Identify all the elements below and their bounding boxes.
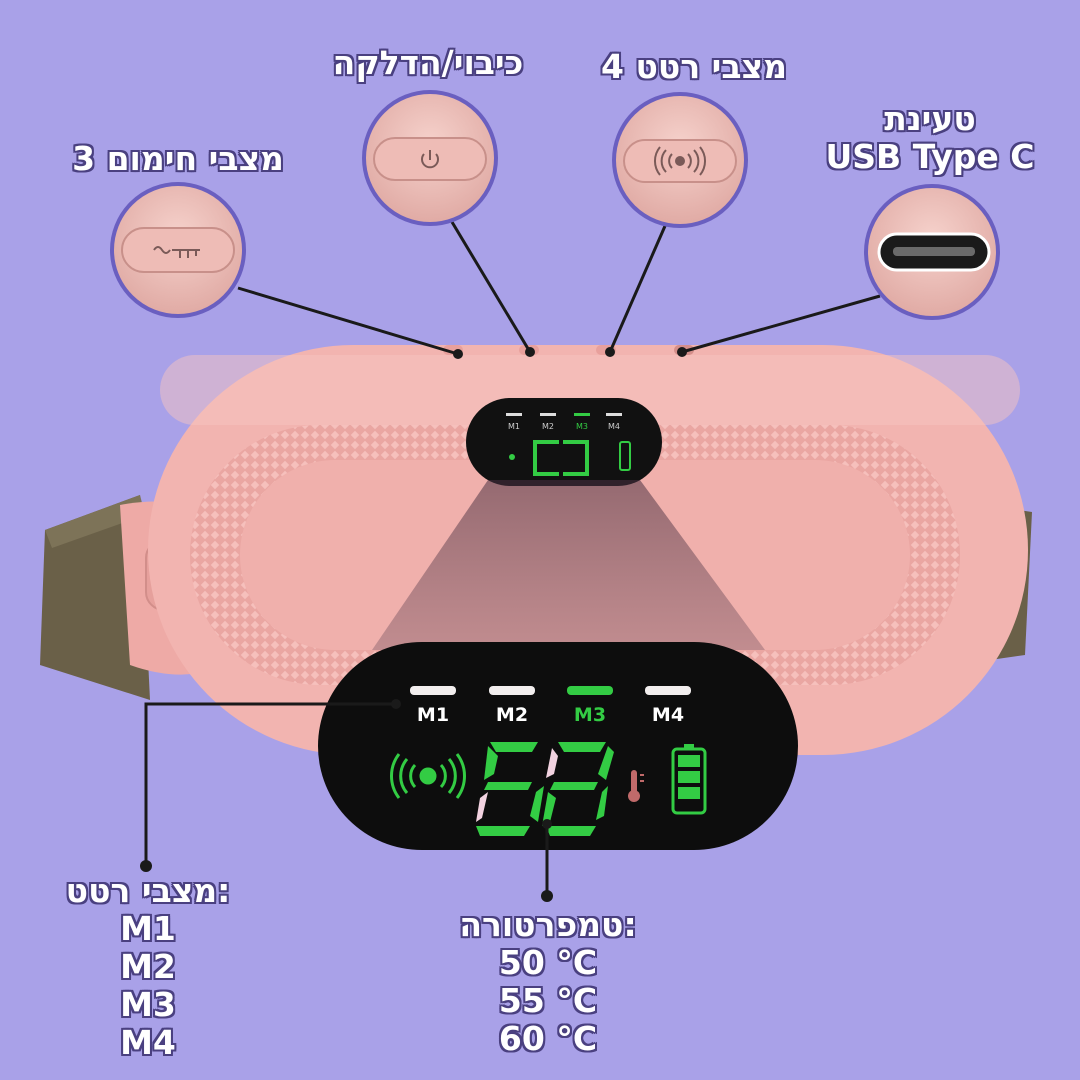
power-button-zoom [362, 90, 498, 226]
mode-label-m1: M1 [417, 704, 449, 726]
vibration-mode-item: M4 [120, 1022, 176, 1062]
svg-text:M3: M3 [576, 422, 588, 431]
mode-label-m3: M3 [574, 704, 606, 726]
vibration-modes-title: מצבי רטט: [65, 871, 231, 910]
heating-modes-text: 3 מצבי חימום [72, 139, 284, 178]
power-label: כיבוי/הדלקה [300, 44, 556, 82]
heating-icon [153, 246, 200, 258]
vibration-top-label: 4 מצבי רטט [566, 48, 822, 86]
callout-dots [140, 347, 687, 902]
mode-bar-m3 [567, 686, 613, 695]
vibration-top-text: 4 מצבי רטט [601, 47, 787, 86]
vibration-mode-icon [653, 146, 707, 176]
mode-bar-m4 [645, 686, 691, 695]
vibration-mode-item: M3 [120, 984, 176, 1024]
vibration-modes-label: מצבי רטט: M1 M2 M3 M4 [20, 872, 276, 1062]
vibration-mode-item: M2 [120, 946, 176, 986]
zoom-beam [372, 480, 765, 650]
usb-port-zoom [864, 184, 1000, 320]
vibration-button-zoom [612, 92, 748, 228]
large-display: M1 M2 M3 M4 [318, 642, 798, 850]
svg-text:M4: M4 [608, 422, 620, 431]
small-display: M1 M2 M3 M4 [466, 398, 662, 486]
charging-text-line1: טעינת [884, 99, 976, 138]
charging-label: טעינת USB Type C [802, 100, 1058, 176]
belt-strap-left [40, 495, 150, 700]
temperature-item: 50 °C [498, 942, 598, 982]
svg-text:M2: M2 [542, 422, 554, 431]
mode-bar-m1 [410, 686, 456, 695]
thermometer-icon [628, 770, 644, 802]
temperature-digits [476, 742, 614, 836]
charging-text-line2: USB Type C [825, 136, 1035, 176]
mode-label-m4: M4 [652, 704, 684, 726]
battery-icon [671, 744, 707, 815]
mode-bar-m2 [489, 686, 535, 695]
heating-modes-label: 3 מצבי חימום [50, 140, 306, 178]
vibration-icon [389, 753, 467, 799]
temperature-item: 60 °C [498, 1018, 598, 1058]
temperature-item: 55 °C [498, 980, 598, 1020]
callout-lines [144, 221, 881, 896]
vibration-mode-item: M1 [120, 908, 176, 948]
power-text: כיבוי/הדלקה [332, 43, 524, 82]
temperature-title: טמפרטורה: [459, 905, 637, 944]
power-icon [421, 150, 439, 169]
temperature-label: טמפרטורה: 50 °C 55 °C 60 °C [420, 906, 676, 1058]
svg-text:M1: M1 [508, 422, 520, 431]
mode-label-m2: M2 [496, 704, 528, 726]
heating-button-zoom [110, 182, 246, 318]
